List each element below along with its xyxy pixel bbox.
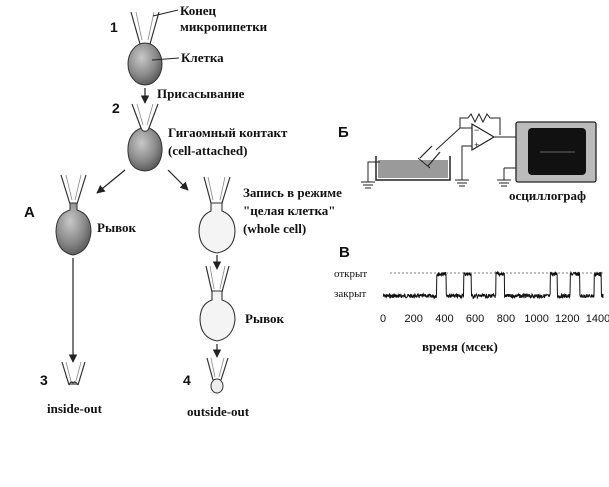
step-number-3: 3: [40, 372, 48, 388]
oscilloscope-icon: [515, 121, 597, 183]
step2-pipette: [131, 103, 159, 129]
inside-out-pipette: [61, 361, 86, 386]
label-inside-out: inside-out: [47, 401, 103, 416]
panel-label-a: А: [24, 204, 35, 221]
pipette-label-leader: [152, 9, 179, 17]
label-jerk-right: Рывок: [245, 311, 285, 326]
x-tick-label: 1400: [586, 313, 609, 325]
label-suction: Присасывание: [157, 86, 245, 101]
label-oscilloscope: осциллограф: [509, 188, 586, 203]
svg-text:−: −: [474, 125, 479, 135]
label-whole-cell-1: Запись в режиме: [243, 185, 342, 200]
outside-out-pipette: [206, 357, 229, 394]
label-jerk-left: Рывок: [97, 220, 137, 235]
jerk-right-cell: [199, 290, 236, 342]
left-pipette: [60, 174, 87, 205]
state-label-open: открыт: [334, 268, 367, 280]
label-whole-cell-2: "целая клетка": [243, 203, 336, 218]
whole-cell-pipette: [203, 176, 231, 204]
x-tick-label: 0: [380, 313, 386, 325]
step1-pipette: [130, 11, 160, 45]
step-number-4: 4: [183, 372, 191, 388]
x-tick-label: 1000: [524, 313, 548, 325]
x-tick-label: 800: [497, 313, 515, 325]
recording-apparatus: − +: [361, 112, 516, 189]
jerk-right-pipette: [205, 265, 230, 293]
label-pipette-tip: Конец: [180, 3, 217, 18]
current-trace: [382, 270, 604, 300]
x-tick-label: 400: [435, 313, 453, 325]
x-axis-label: время (мсек): [422, 339, 498, 354]
left-cell: [55, 202, 92, 256]
x-axis-ticks: 0 200 400 600 800 1000 1200 1400: [380, 313, 609, 325]
step1-cell: [127, 42, 163, 86]
label-cell-attached: (cell-attached): [168, 143, 247, 158]
label-whole-cell-3: (whole cell): [243, 221, 306, 236]
arrow-2-to-left: [96, 169, 126, 194]
label-outside-out: outside-out: [187, 404, 250, 419]
svg-text:+: +: [474, 140, 479, 150]
step2-cell: [127, 127, 163, 172]
x-tick-label: 200: [405, 313, 423, 325]
state-label-closed: закрыт: [334, 288, 366, 300]
arrow-2-to-right: [167, 169, 189, 191]
trace-line: [382, 270, 604, 300]
x-tick-label: 1200: [555, 313, 579, 325]
whole-cell-cell: [198, 202, 236, 254]
panel-label-c: В: [339, 244, 350, 261]
label-cell: Клетка: [181, 50, 224, 65]
x-tick-label: 600: [466, 313, 484, 325]
step-number-1: 1: [110, 19, 118, 35]
panel-label-b: Б: [338, 124, 349, 141]
step-number-2: 2: [112, 100, 120, 116]
label-pipette-tip-2: микропипетки: [180, 19, 268, 34]
label-gigaseal: Гигаомный контакт: [168, 125, 288, 140]
cell-label-leader: [151, 57, 180, 61]
